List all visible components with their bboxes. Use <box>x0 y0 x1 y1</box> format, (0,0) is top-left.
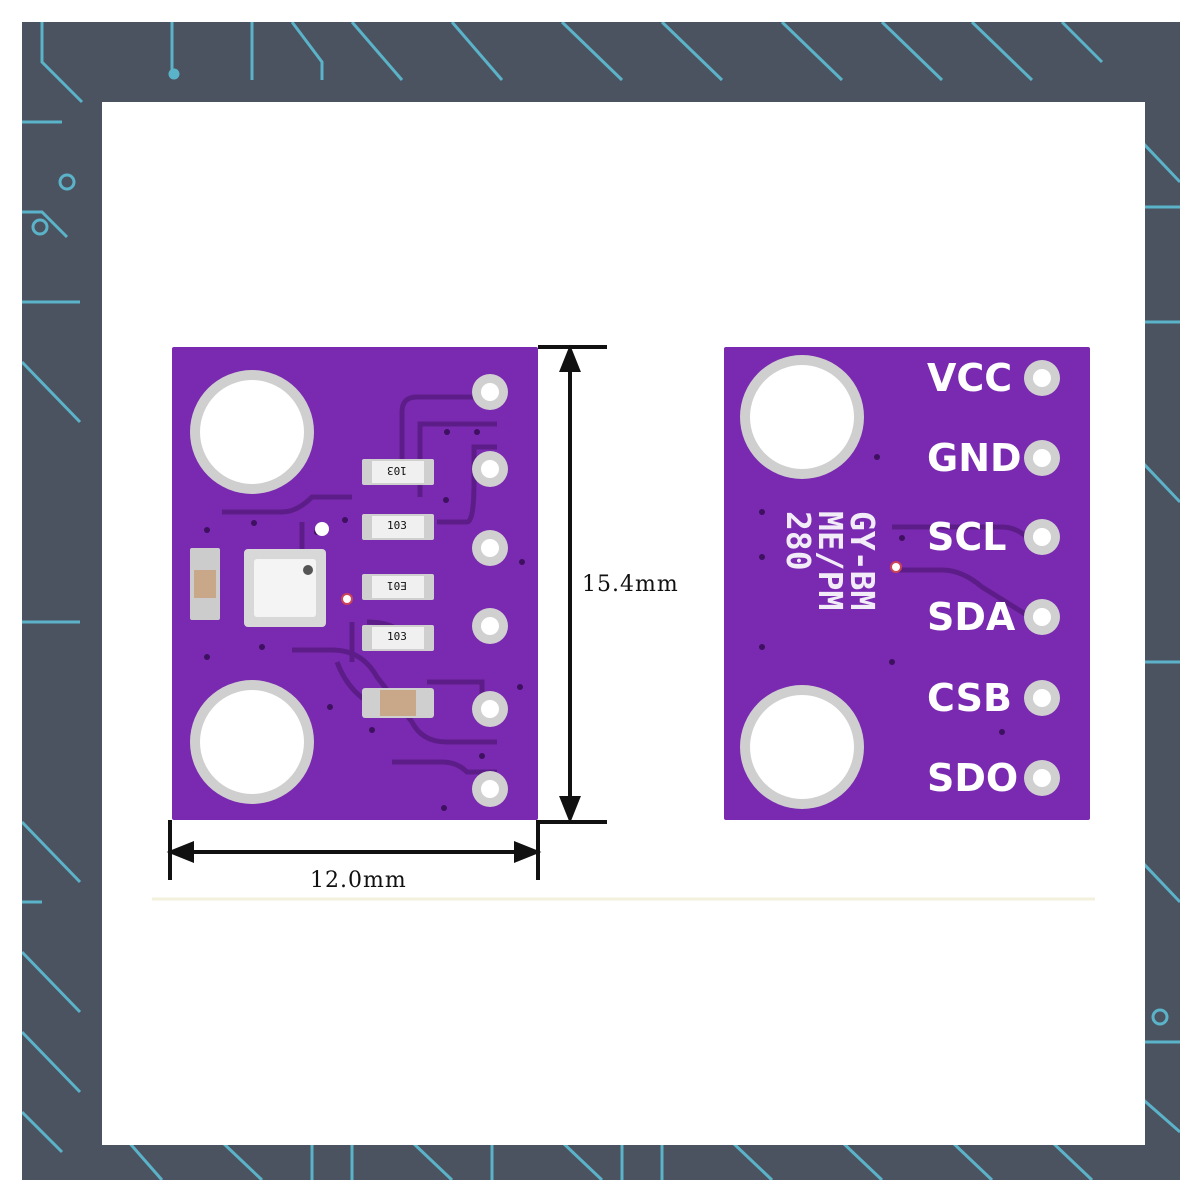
product-photo <box>152 344 1095 901</box>
silkscreen-line-2: ME/PM <box>811 511 850 611</box>
resistor-code-3: E01 <box>387 579 407 592</box>
circuit-background-frame: 103 103 E01 103 15.4mm 12.0mm GY-BM ME/P… <box>22 22 1180 1180</box>
pin-label-sda: SDA <box>927 595 1016 639</box>
resistor-code-4: 103 <box>387 630 407 643</box>
dimension-lines <box>166 344 607 880</box>
pin-label-gnd: GND <box>927 436 1022 480</box>
silkscreen-line-1: GY-BM <box>843 511 882 611</box>
resistor-code-2: 103 <box>387 519 407 532</box>
height-dimension-label: 15.4mm <box>582 572 679 597</box>
pin-label-sdo: SDO <box>927 756 1019 800</box>
pin-label-scl: SCL <box>927 515 1007 559</box>
back-pcb-board <box>724 347 1090 820</box>
product-image-panel: 103 103 E01 103 15.4mm 12.0mm GY-BM ME/P… <box>102 102 1145 1145</box>
resistor-code-1: 103 <box>387 464 407 477</box>
pin-label-vcc: VCC <box>927 356 1013 400</box>
front-pcb-board <box>172 347 538 820</box>
pin-label-csb: CSB <box>927 676 1012 720</box>
width-dimension-label: 12.0mm <box>310 868 407 893</box>
silkscreen-line-3: 280 <box>779 511 818 571</box>
board-model-silkscreen: GY-BM ME/PM 280 <box>762 497 882 647</box>
